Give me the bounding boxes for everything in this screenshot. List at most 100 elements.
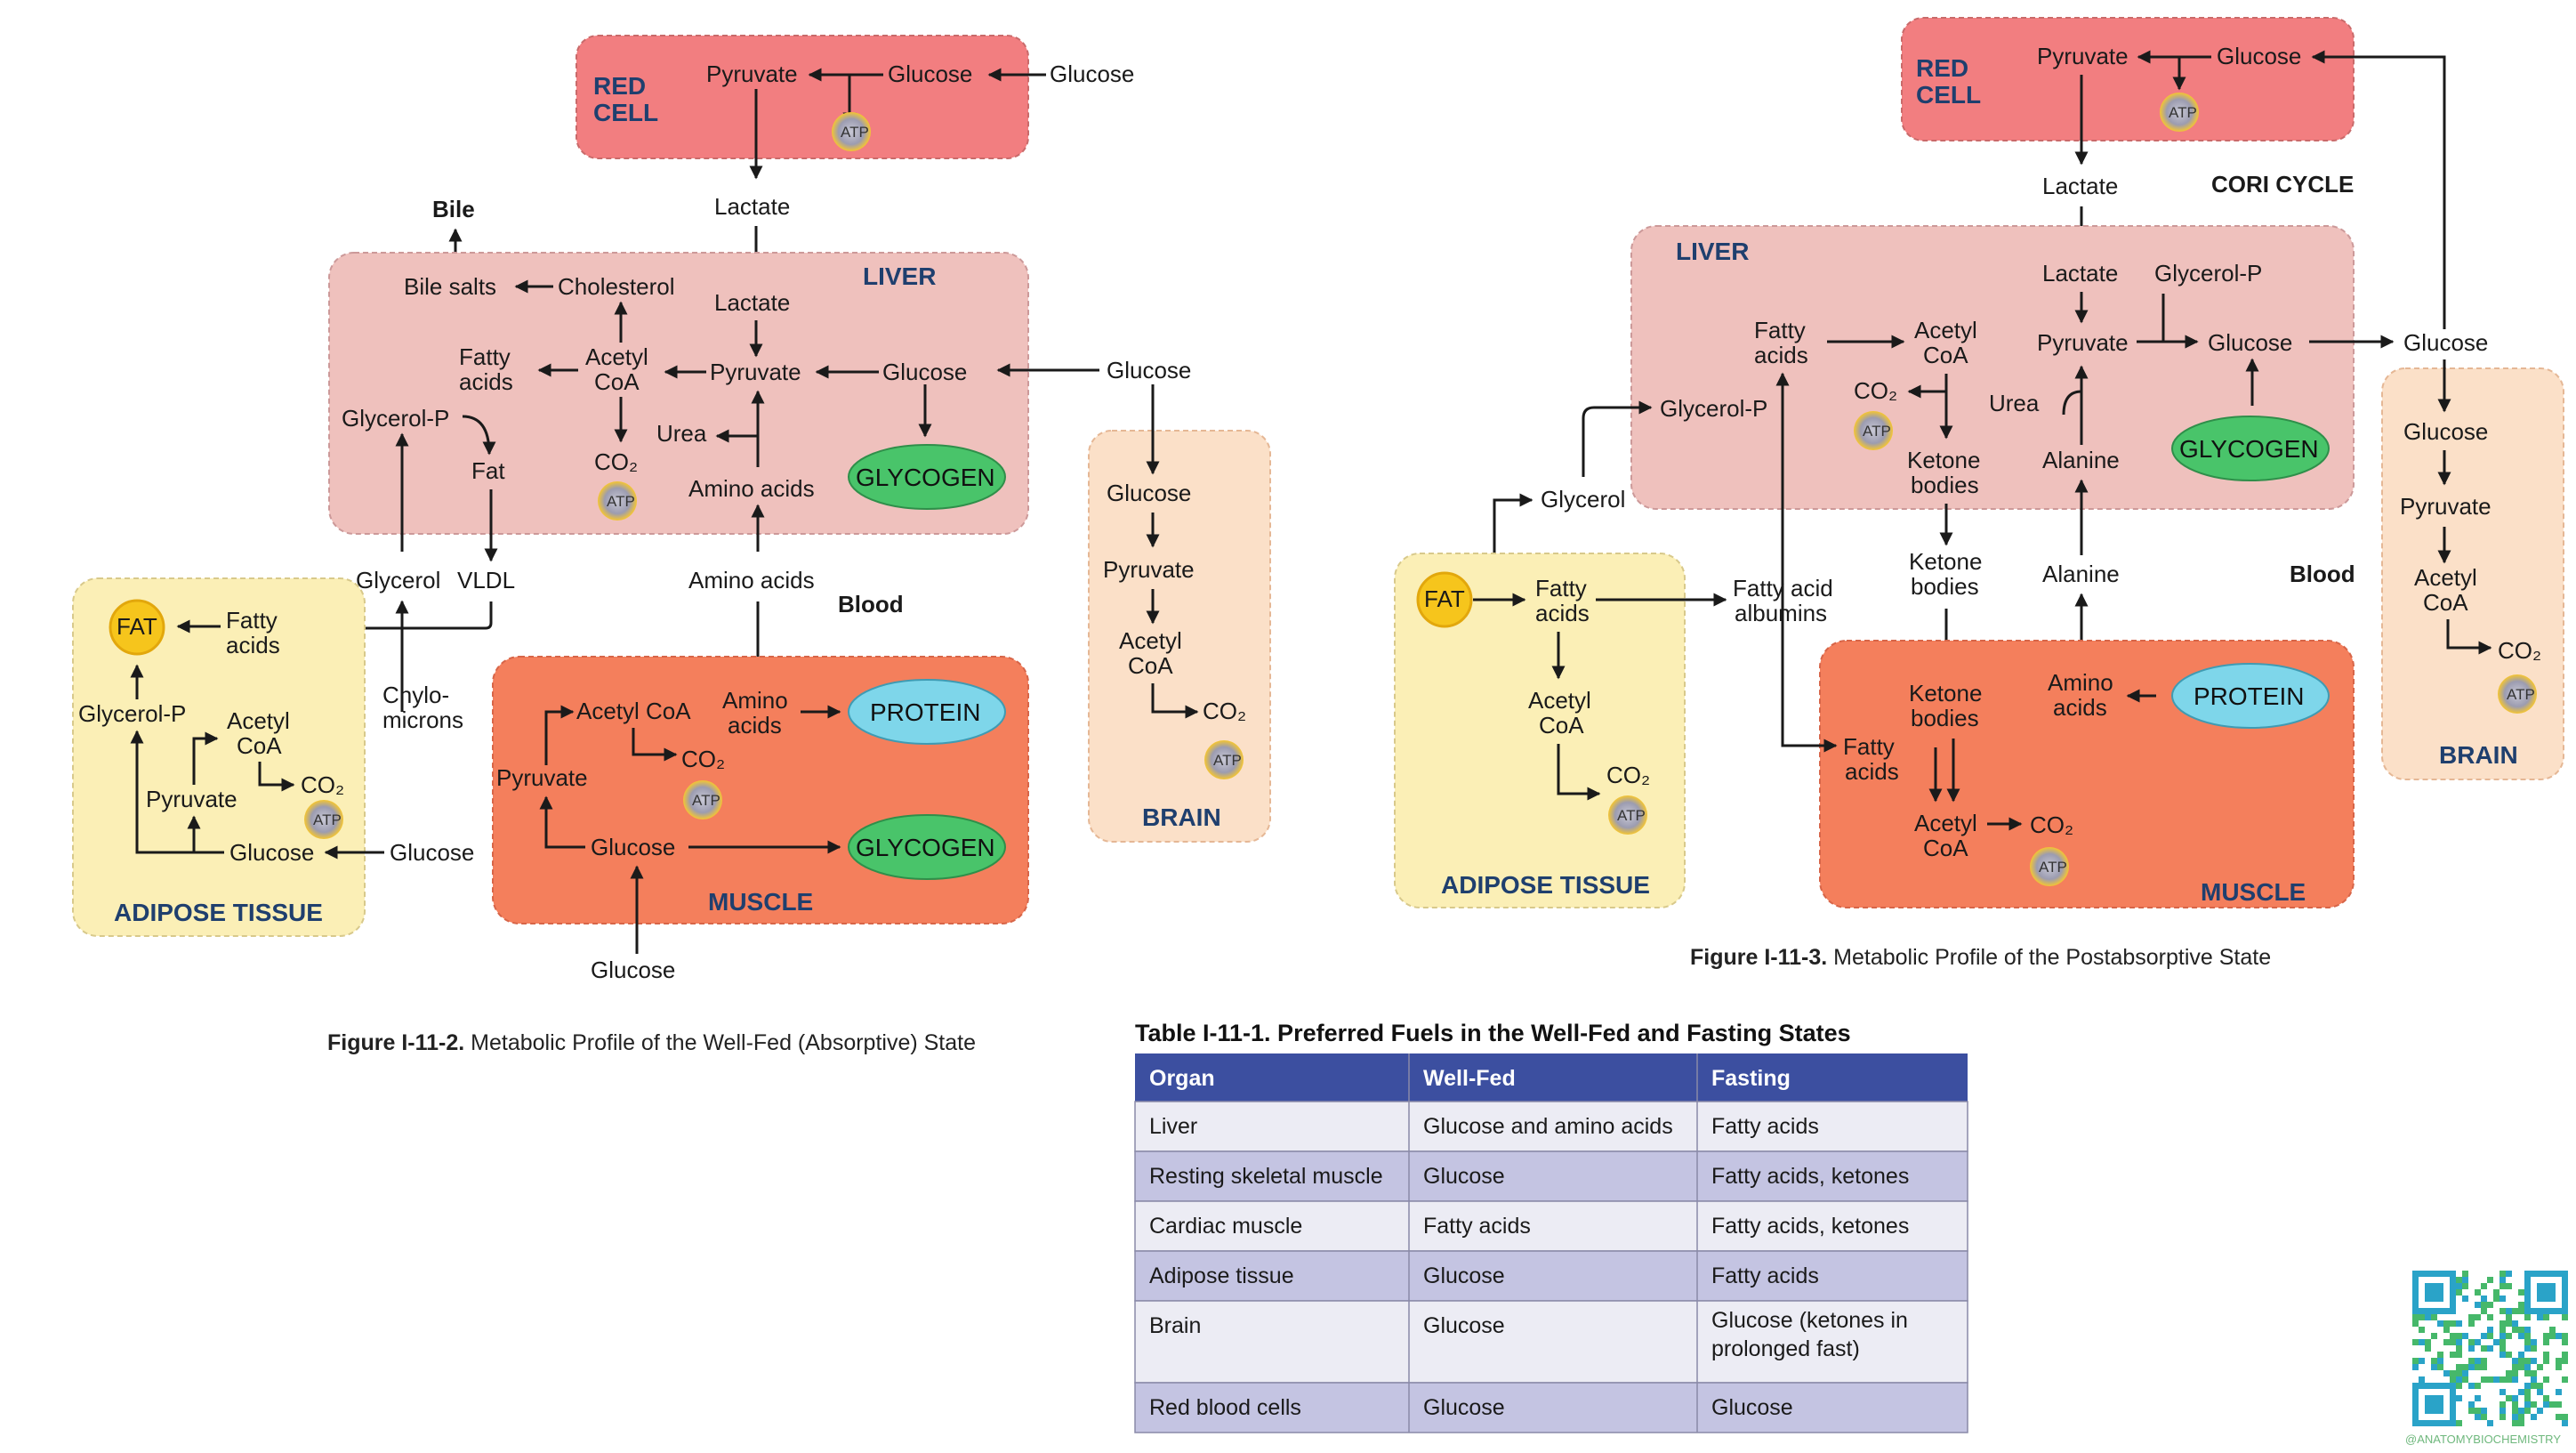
table-header-cell: Organ — [1149, 1066, 1215, 1091]
fatty-acids-liver-2: acids — [459, 368, 513, 395]
svg-text:GLYCOGEN: GLYCOGEN — [2179, 435, 2319, 463]
co2-brain-right: CO₂ — [2498, 637, 2541, 664]
fuels-table: Table I-11-1. Preferred Fuels in the Wel… — [1134, 1020, 1968, 1433]
lactate-liver: Lactate — [714, 289, 790, 316]
acetyl-liver-1: Acetyl — [585, 343, 648, 370]
amino-muscle-1: Amino — [722, 687, 788, 714]
rc-glucose-blood: Glucose — [1050, 61, 1134, 87]
ketone-blood-1: Ketone — [1909, 548, 1982, 575]
liver-label-right: LIVER — [1676, 238, 1749, 265]
vldl: VLDL — [457, 567, 515, 593]
table-cell: Fatty acids — [1423, 1214, 1531, 1239]
alanine-blood: Alanine — [2042, 561, 2120, 587]
atp-icon: ATP — [832, 112, 871, 151]
table-header-row — [1135, 1053, 1968, 1102]
glycerol-p-right: Glycerol-P — [1660, 395, 1767, 422]
alanine-liver: Alanine — [2042, 447, 2120, 473]
glycogen-oval-liver: GLYCOGEN — [848, 444, 1006, 510]
acetyl-brain-2: CoA — [1128, 652, 1173, 679]
glycerol-right: Glycerol — [1541, 486, 1625, 513]
acetyl-muscle-right-2: CoA — [1923, 835, 1968, 861]
glucose-brain-right: Glucose — [2403, 418, 2488, 445]
glycerol-blood: Glycerol — [356, 567, 440, 593]
fatty-acids-muscle-right-2: acids — [1845, 758, 1899, 785]
co2-adipose: CO₂ — [301, 771, 344, 798]
co2-adipose-right: CO₂ — [1606, 762, 1650, 788]
lactate-right-liver: Lactate — [2042, 260, 2118, 287]
ketone-muscle-1: Ketone — [1909, 680, 1982, 706]
ketone-liver-1: Ketone — [1907, 447, 1980, 473]
svg-text:ATP: ATP — [1863, 423, 1891, 440]
lactate-right-top: Lactate — [2042, 173, 2118, 199]
red-cell-label-2: CELL — [593, 99, 658, 126]
blood-label: Blood — [838, 591, 904, 618]
fatty-acids-adipose-right-1: Fatty — [1535, 575, 1587, 601]
svg-text:ATP: ATP — [1617, 807, 1646, 824]
watermark: @ANATOMYBIOCHEMISTRY — [2405, 1433, 2561, 1446]
fatty-acids-adipose-1: Fatty — [226, 607, 278, 634]
co2-liver-right: CO₂ — [1854, 377, 1897, 404]
rc2-pyruvate: Pyruvate — [2037, 43, 2129, 69]
qr-code: @ANATOMYBIOCHEMISTRY — [2405, 1267, 2571, 1446]
svg-text:PROTEIN: PROTEIN — [2194, 682, 2304, 710]
glucose-blood-adipose: Glucose — [390, 839, 474, 866]
bile-salts: Bile salts — [404, 273, 496, 300]
fatty-acids-adipose-2: acids — [226, 632, 280, 658]
lactate-top: Lactate — [714, 193, 790, 220]
acetyl-liver-2: CoA — [594, 368, 640, 395]
svg-text:ATP: ATP — [607, 493, 635, 510]
amino-muscle-right-1: Amino — [2048, 669, 2113, 696]
svg-text:PROTEIN: PROTEIN — [870, 698, 980, 726]
atp-icon: ATP — [1608, 795, 1647, 835]
svg-text:ATP: ATP — [2507, 686, 2535, 703]
table-cell: Adipose tissue — [1149, 1263, 1294, 1288]
glycerol-p-liver: Glycerol-P — [342, 405, 449, 432]
table-cell: Liver — [1149, 1114, 1197, 1139]
liver-box-right — [1630, 225, 2355, 510]
glucose-brain: Glucose — [1107, 480, 1191, 506]
amino-acids-liver: Amino acids — [688, 475, 815, 502]
red-cell-box — [576, 35, 1029, 159]
muscle-label-left: MUSCLE — [708, 888, 813, 916]
urea-right: Urea — [1989, 390, 2040, 416]
brain-label-right: BRAIN — [2439, 741, 2518, 769]
svg-text:FAT: FAT — [117, 613, 157, 640]
blood-label-right: Blood — [2290, 561, 2355, 587]
fatty-acid-albumins-2: albumins — [1735, 600, 1827, 626]
protein-oval-right: PROTEIN — [2171, 663, 2330, 729]
liver-box — [328, 252, 1029, 535]
table-row — [1134, 1382, 1968, 1433]
table-header-cell: Fasting — [1711, 1066, 1791, 1091]
table-row — [1134, 1300, 1968, 1384]
acetyl-right-1: Acetyl — [1914, 317, 1977, 343]
red-cell-right-1: RED — [1916, 54, 1968, 82]
atp-icon: ATP — [1854, 411, 1893, 450]
svg-text:FAT: FAT — [1424, 585, 1465, 612]
table-cell: Glucose and amino acids — [1423, 1114, 1673, 1139]
svg-text:ATP: ATP — [2169, 104, 2197, 121]
ketone-muscle-2: bodies — [1911, 705, 1979, 731]
co2-muscle: CO₂ — [681, 746, 725, 772]
svg-text:ATP: ATP — [2039, 859, 2067, 876]
atp-icon: ATP — [1204, 740, 1244, 779]
co2-muscle-right: CO₂ — [2030, 811, 2073, 838]
adipose-label-left: ADIPOSE TISSUE — [114, 899, 323, 926]
fatty-acid-albumins-1: Fatty acid — [1733, 575, 1833, 601]
table-cell: Cardiac muscle — [1149, 1214, 1302, 1239]
table-cell: Glucose — [1423, 1164, 1505, 1189]
glucose-adipose: Glucose — [229, 839, 314, 866]
table-header-cell: Well-Fed — [1423, 1066, 1516, 1091]
table-cell: Glucose — [1423, 1313, 1505, 1338]
svg-text:ATP: ATP — [313, 811, 342, 828]
acetyl-brain-1: Acetyl — [1119, 627, 1182, 654]
pyruvate-brain: Pyruvate — [1103, 556, 1195, 583]
glucose-right-liver: Glucose — [2208, 329, 2292, 356]
atp-icon: ATP — [683, 780, 722, 819]
figure-well-fed: RED CELL Pyruvate Glucose Glucose ATP La… — [72, 35, 1271, 1055]
protein-oval-left: PROTEIN — [848, 679, 1006, 745]
svg-text:ATP: ATP — [1213, 752, 1242, 769]
fat-liver: Fat — [471, 457, 505, 484]
table-cell: Glucose — [1711, 1395, 1793, 1420]
